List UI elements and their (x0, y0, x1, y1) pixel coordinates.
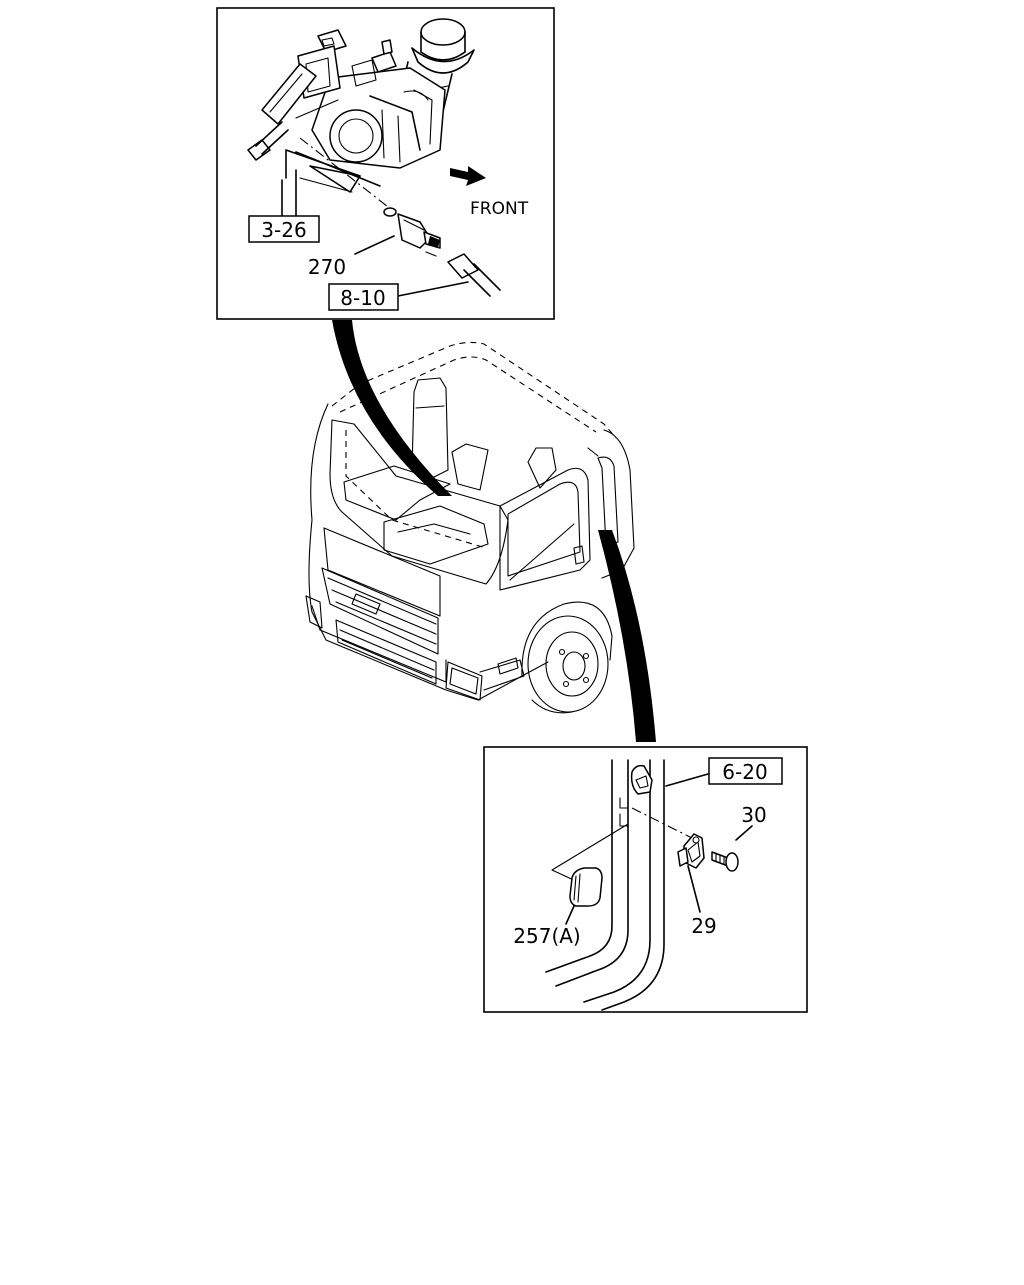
front-label: FRONT (470, 199, 529, 219)
callout-band-top (332, 320, 452, 496)
door-switch-29 (677, 833, 705, 869)
leader-257a-area (551, 823, 629, 883)
door-pillar (545, 759, 665, 1011)
ref-label-6-20: 6-20 (722, 760, 767, 784)
leader-8-10 (397, 281, 469, 297)
ref-box-6-20 (708, 757, 783, 785)
leader-257a (565, 905, 575, 925)
ref-box-8-10 (328, 283, 399, 311)
pad-257a (569, 867, 603, 907)
ref-box-3-26 (248, 215, 320, 243)
detail-panel-power-steering: FRONT 3-26 270 8-10 (216, 7, 555, 320)
detail-panel-door-switch: 6-20 30 29 257(A) (483, 746, 808, 1013)
centerline-switch (631, 807, 701, 843)
part-label-29: 29 (691, 914, 716, 938)
truck-cab-illustration (305, 341, 635, 714)
screw-30 (711, 851, 739, 872)
leader-30 (735, 825, 753, 841)
part-label-270: 270 (308, 255, 346, 279)
front-arrow-icon (450, 166, 486, 186)
part-label-257a: 257(A) (513, 924, 580, 948)
callout-band-bottom (598, 530, 656, 742)
part-label-30: 30 (741, 803, 766, 827)
steering-gear-assembly (247, 18, 475, 217)
connector-harness (447, 253, 501, 297)
leader-6-20 (665, 773, 709, 787)
leader-29 (687, 865, 701, 913)
pressure-switch-270 (383, 207, 441, 257)
ref-label-8-10: 8-10 (340, 286, 385, 310)
ref-label-3-26: 3-26 (261, 218, 306, 242)
leader-270 (354, 235, 395, 255)
